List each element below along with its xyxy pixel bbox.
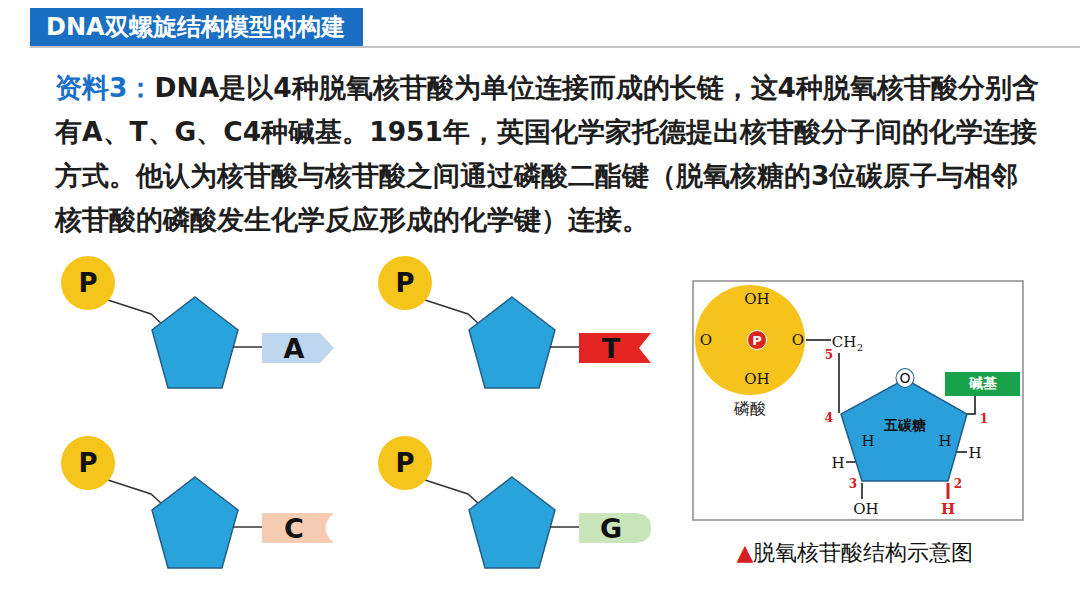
source-paragraph: 资料3：DNA是以4种脱氧核苷酸为单位连接而成的长链，这4种脱氧核苷酸分别含有A… bbox=[55, 66, 1040, 242]
atom-label: H bbox=[831, 456, 844, 471]
atom-label: H bbox=[938, 434, 951, 449]
base-shape: T bbox=[579, 333, 651, 363]
node-text: G bbox=[600, 513, 622, 544]
base-shape: A bbox=[262, 333, 334, 363]
phosphate-circle: P bbox=[61, 256, 115, 310]
node-text: P bbox=[752, 333, 762, 348]
node-text: 磷酸 bbox=[695, 399, 805, 420]
phosphorus-atom: P bbox=[747, 330, 767, 350]
node-text: 五碳糖 bbox=[884, 417, 926, 435]
atom-label: OH bbox=[853, 502, 878, 517]
base-shape: G bbox=[579, 513, 651, 543]
node-text: A bbox=[284, 333, 305, 364]
phosphate-circle: P bbox=[378, 436, 432, 490]
material-tag: 资料3： bbox=[55, 72, 154, 103]
nucleotide-icon bbox=[108, 297, 262, 388]
atom-label: H bbox=[968, 446, 981, 461]
base-shape: C bbox=[262, 513, 334, 543]
nucleotide-icon bbox=[425, 477, 579, 568]
atom-label-red: H bbox=[941, 502, 955, 517]
node-text: C bbox=[284, 513, 304, 544]
node-text: P bbox=[395, 268, 414, 298]
atom-label: OH bbox=[744, 372, 769, 387]
nucleotide-icon bbox=[108, 477, 262, 568]
node-text: 碱基 bbox=[969, 375, 997, 393]
node-text: P bbox=[395, 448, 414, 478]
atom-label: H bbox=[861, 434, 874, 449]
bond-connector bbox=[967, 396, 975, 414]
subscript: 2 bbox=[857, 343, 863, 353]
carbon-number: 5 bbox=[825, 349, 833, 361]
carbon-number: 2 bbox=[954, 478, 962, 490]
phosphate-circle: P bbox=[378, 256, 432, 310]
node-text: P bbox=[78, 448, 97, 478]
atom-label: O bbox=[700, 333, 712, 348]
atom-label: OH bbox=[744, 292, 769, 307]
carbon-number: 3 bbox=[849, 478, 857, 490]
node-text: P bbox=[78, 268, 97, 298]
carbon-number: 1 bbox=[980, 413, 988, 425]
phosphate-circle: P bbox=[61, 436, 115, 490]
title-rule bbox=[30, 46, 1080, 48]
ring-oxygen: O bbox=[895, 368, 914, 388]
bond-line-red bbox=[947, 483, 950, 499]
carbon-number: 4 bbox=[825, 412, 833, 424]
figure-frame bbox=[693, 281, 1023, 520]
node-text: T bbox=[602, 333, 620, 364]
nucleotide-icon bbox=[425, 297, 579, 388]
paragraph-text: DNA是以4种脱氧核苷酸为单位连接而成的长链，这4种脱氧核苷酸分别含有A、T、G… bbox=[55, 72, 1039, 235]
node-text: DNA双螺旋结构模型的构建 bbox=[46, 11, 345, 43]
figure-caption: ▲脱氧核苷酸结构示意图 bbox=[690, 538, 1020, 568]
atom-label: CH bbox=[832, 335, 857, 350]
title-band: DNA双螺旋结构模型的构建 bbox=[30, 8, 363, 46]
atom-label: O bbox=[792, 333, 804, 348]
base-box: 碱基 bbox=[945, 372, 1020, 396]
